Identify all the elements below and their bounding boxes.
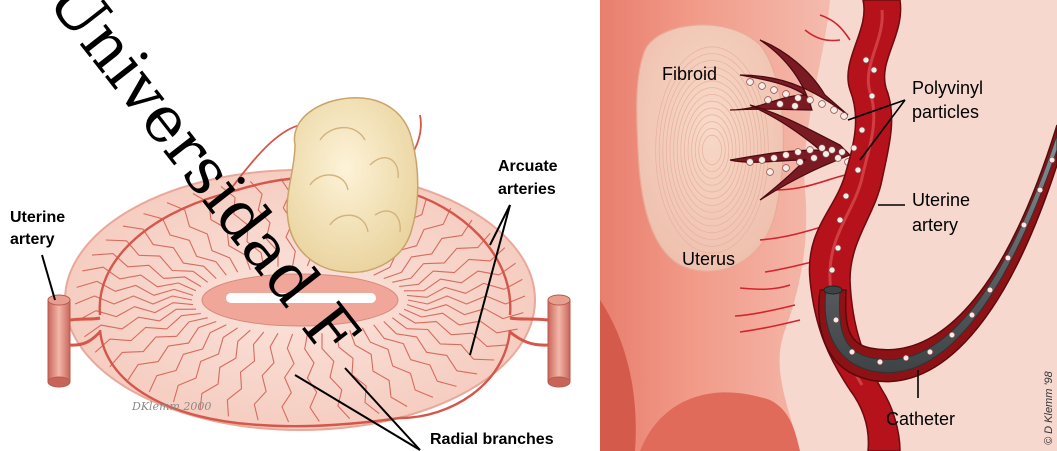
particle bbox=[835, 155, 842, 162]
particle bbox=[843, 193, 849, 199]
label-arcuate-arteries-line2: arteries bbox=[498, 181, 556, 198]
particle bbox=[1021, 222, 1027, 228]
particle bbox=[855, 167, 861, 173]
label-polyvinyl-particles-line2: particles bbox=[912, 102, 979, 122]
particle bbox=[903, 355, 909, 361]
particle bbox=[841, 113, 848, 120]
particle bbox=[759, 83, 766, 90]
particle bbox=[767, 169, 774, 176]
particle bbox=[851, 145, 857, 151]
label-uterine-artery-line1: Uterine bbox=[912, 190, 970, 210]
particle bbox=[859, 127, 865, 133]
particle bbox=[1037, 187, 1043, 193]
particle bbox=[823, 151, 830, 158]
particle bbox=[783, 91, 790, 98]
particle bbox=[869, 93, 875, 99]
label-uterine-artery-line2: artery bbox=[10, 231, 55, 248]
uterine-arteries-illustration: Uterine artery Arcuate arteries Radial b… bbox=[0, 0, 600, 451]
particle bbox=[829, 267, 835, 273]
particle bbox=[807, 97, 814, 104]
particle bbox=[849, 349, 855, 355]
particle bbox=[837, 217, 843, 223]
particle bbox=[811, 155, 818, 162]
label-catheter: Catheter bbox=[886, 409, 955, 429]
particle bbox=[783, 165, 790, 172]
particle bbox=[783, 152, 790, 159]
particle bbox=[747, 79, 754, 86]
particle bbox=[839, 149, 846, 156]
label-uterus: Uterus bbox=[682, 249, 735, 269]
particle bbox=[927, 349, 933, 355]
particle bbox=[835, 245, 841, 251]
label-arcuate-arteries-line1: Arcuate bbox=[498, 158, 558, 175]
particle bbox=[1005, 255, 1011, 261]
label-uterine-artery-line1: Uterine bbox=[10, 209, 65, 226]
particle bbox=[831, 107, 838, 114]
particle bbox=[987, 287, 993, 293]
particle bbox=[829, 147, 836, 154]
particle bbox=[797, 159, 804, 166]
particle bbox=[877, 359, 883, 365]
particle bbox=[819, 145, 826, 152]
particle bbox=[949, 332, 955, 338]
label-radial-branches: Radial branches bbox=[430, 431, 554, 448]
particle bbox=[759, 157, 766, 164]
fibroid bbox=[637, 25, 784, 271]
particle bbox=[1049, 157, 1055, 163]
particle bbox=[795, 149, 802, 156]
label-polyvinyl-particles-line1: Polyvinyl bbox=[912, 78, 983, 98]
particle bbox=[863, 57, 869, 63]
particle bbox=[819, 101, 826, 108]
particle bbox=[792, 103, 799, 110]
particle bbox=[747, 159, 754, 166]
particle bbox=[795, 95, 802, 102]
particle bbox=[765, 97, 772, 104]
copyright-note: © D Klemm '98 bbox=[1043, 370, 1055, 445]
label-fibroid: Fibroid bbox=[662, 64, 717, 84]
particle bbox=[807, 147, 814, 154]
particle bbox=[777, 101, 784, 108]
embolization-illustration: Fibroid Polyvinyl particles Uterine arte… bbox=[600, 0, 1057, 451]
particle bbox=[833, 317, 839, 323]
particle bbox=[771, 87, 778, 94]
artist-signature: DKlemm 2000 bbox=[131, 400, 211, 413]
particle bbox=[871, 67, 877, 73]
label-uterine-artery-line2: artery bbox=[912, 215, 958, 235]
particle bbox=[969, 312, 975, 318]
particle bbox=[771, 155, 778, 162]
